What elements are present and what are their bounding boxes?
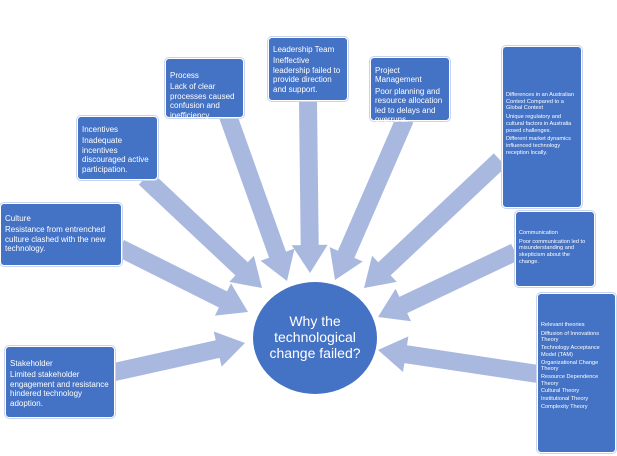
project-management-title: Project Management [375,66,422,85]
project-management-box: Project Management Poor planning and res… [370,57,450,124]
theory-item: Technology Acceptance Model (TAM) [541,345,600,358]
arrow-australian [364,153,507,288]
incentives-text: Inadequate incentives discouraged active… [82,136,149,174]
process-box: Process Lack of clear processes caused c… [165,58,244,120]
arrow-communication [378,243,519,322]
arrow-incentives [138,171,262,288]
arrow-process [219,113,295,281]
leadership-team-title: Leadership Team [273,45,335,54]
arrow-theories [378,336,540,383]
theory-item: Resource Dependence Theory [541,373,599,387]
theory-item: Cultural Theory [541,388,580,395]
arrow-project-mgmt [329,115,414,281]
culture-text: Resistance from entrenched culture clash… [5,225,106,254]
stakeholder-title: Stakeholder [10,359,53,368]
australian-context-extra: Different market dynamics influenced tec… [506,136,571,156]
theory-item: Organizational Change Theory [541,359,599,373]
arrow-culture [116,240,248,316]
central-question-circle: Why the technological change failed? [253,282,377,394]
theories-list: Diffusion of Innovations Theory Technolo… [541,331,612,411]
australian-context-text: Unique regulatory and cultural factors i… [506,114,572,134]
relevant-theories-title: Relevant theories [541,322,585,328]
process-title: Process [170,71,199,80]
incentives-title: Incentives [82,125,119,134]
theory-item: Institutional Theory [541,396,589,403]
culture-title: Culture [5,214,31,223]
theory-item: Diffusion of Innovations Theory [541,330,600,344]
process-text: Lack of clear processes caused confusion… [170,82,235,120]
culture-box: Culture Resistance from entrenched cultu… [0,203,122,266]
arrow-stakeholder [108,331,245,382]
communication-title: Communication [519,230,558,236]
arrow-leadership [291,100,328,274]
relevant-theories-box: Relevant theories Diffusion of Innovatio… [537,293,616,453]
stakeholder-text: Limited stakeholder engagement and resis… [10,370,109,408]
leadership-team-text: Ineffective leadership failed to provide… [273,56,341,94]
leadership-team-box: Leadership Team Ineffective leadership f… [268,37,348,101]
communication-box: Communication Poor communication led to … [515,211,595,287]
australian-context-box: Differences in an Australian Context Com… [502,46,582,208]
stakeholder-box: Stakeholder Limited stakeholder engageme… [5,346,115,418]
project-management-text: Poor planning and resource allocation le… [375,86,443,125]
incentives-box: Incentives Inadequate incentives discour… [77,116,158,180]
communication-text: Poor communication led to misunderstandi… [519,238,586,265]
theory-item: Complexity Theory [541,403,588,410]
australian-context-title: Differences in an Australian Context Com… [506,92,574,112]
central-question-text: Why the technological change failed? [269,313,361,361]
